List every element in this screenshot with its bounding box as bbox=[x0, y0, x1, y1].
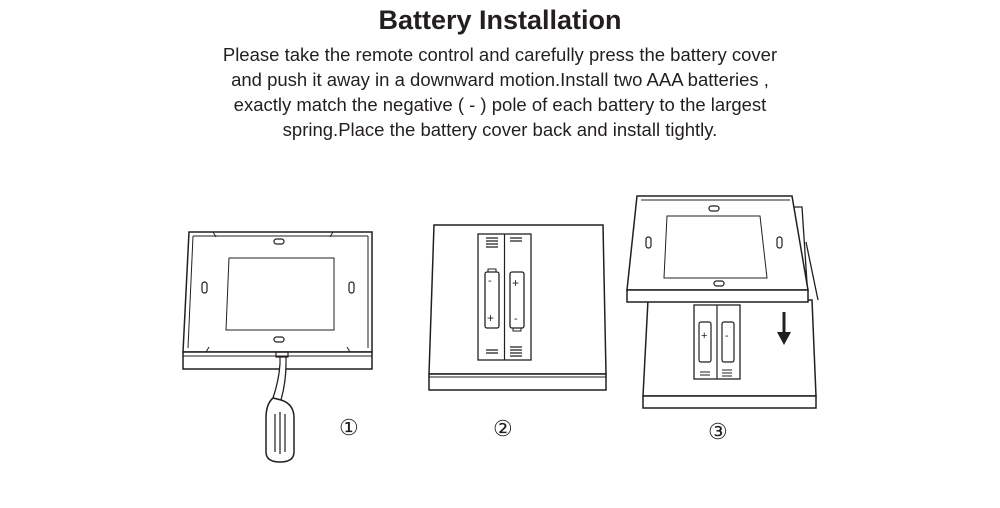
page-title: Battery Installation bbox=[378, 5, 622, 35]
step1-panel-edge bbox=[182, 351, 373, 370]
step1-slot-top bbox=[273, 238, 285, 245]
step3-screen bbox=[663, 215, 768, 279]
plus-mark: + bbox=[487, 311, 494, 325]
step1-slot-bottom bbox=[273, 336, 285, 343]
step1-screen bbox=[225, 257, 335, 331]
instruction-text: Please take the remote control and caref… bbox=[150, 42, 850, 142]
instruction-line: and push it away in a downward motion.In… bbox=[231, 69, 769, 90]
minus-mark: - bbox=[514, 313, 518, 325]
step1-slot-left bbox=[201, 281, 208, 294]
step1-panel-face bbox=[182, 231, 373, 353]
step3-base-edge bbox=[642, 395, 817, 409]
screwdriver-icon bbox=[265, 357, 295, 463]
step3-illustration: + - ③ bbox=[626, 195, 819, 445]
step1-label: ① bbox=[339, 416, 359, 441]
instruction-line: spring.Place the battery cover back and … bbox=[282, 119, 718, 140]
battery-icon: - + bbox=[484, 268, 500, 329]
instruction-line: Please take the remote control and caref… bbox=[222, 44, 778, 65]
instruction-line: exactly match the negative ( - ) pole of… bbox=[233, 94, 767, 115]
step2-illustration: - + + - ② bbox=[428, 224, 607, 442]
step3-cover-face bbox=[626, 195, 809, 291]
plus-mark: + bbox=[512, 276, 519, 290]
step3-slot-bottom bbox=[713, 280, 725, 287]
battery-icon: + - bbox=[509, 271, 525, 332]
step3-label: ③ bbox=[708, 420, 728, 445]
step3-slot-right bbox=[776, 236, 783, 249]
arrow-down-icon bbox=[777, 312, 791, 345]
step3-slot-left bbox=[645, 236, 652, 249]
battery-icon: + bbox=[698, 321, 712, 363]
step2-panel-edge bbox=[428, 373, 607, 391]
step1-illustration: ① bbox=[182, 231, 373, 463]
battery-compartment bbox=[477, 233, 532, 361]
step1-slot-right bbox=[348, 281, 355, 294]
minus-mark: - bbox=[725, 330, 729, 342]
plus-mark: + bbox=[701, 330, 707, 342]
step3-slot-top bbox=[708, 205, 720, 212]
battery-compartment bbox=[693, 304, 741, 380]
step3-cover-edge bbox=[626, 289, 809, 303]
step2-label: ② bbox=[493, 417, 513, 442]
minus-mark: - bbox=[488, 275, 492, 287]
battery-icon: - bbox=[721, 321, 735, 363]
